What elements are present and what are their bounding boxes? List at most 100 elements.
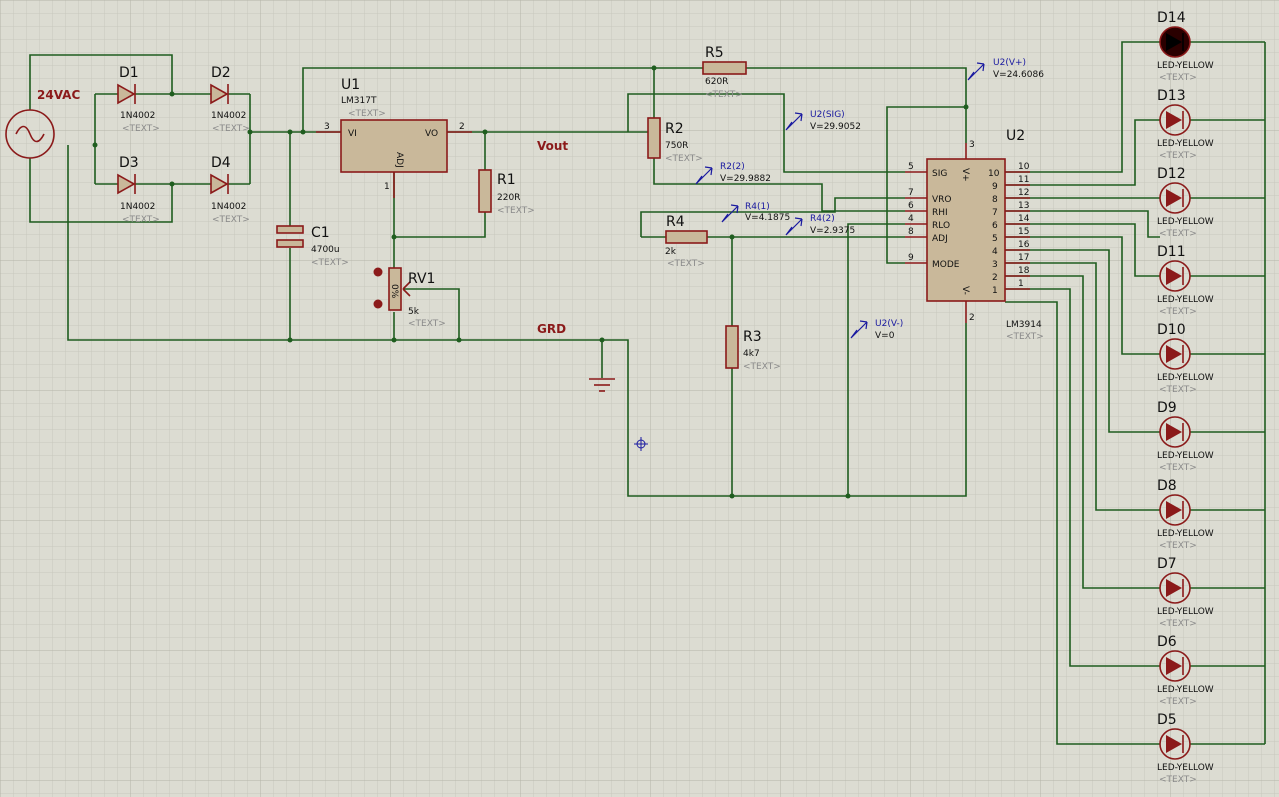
driver-u2-pin-num-9: 9 — [908, 253, 914, 263]
capacitor-c1[interactable]: C1 4700u <TEXT> — [276, 225, 349, 268]
driver-u2[interactable]: 3 2 V+ V- 5 SIG 7 VRO 6 RHI 4 RLO 8 ADJ … — [905, 128, 1044, 342]
driver-u2-out-inner-5: 5 — [992, 234, 998, 244]
driver-u2-pin-name-vro: VRO — [932, 195, 952, 205]
probe-u2-vminus-name: U2(V-) — [875, 319, 903, 329]
led-d5-text: <TEXT> — [1159, 775, 1197, 785]
resistor-r5-ref: R5 — [705, 45, 724, 61]
resistor-r2[interactable]: R2 750R <TEXT> — [647, 117, 703, 164]
led-d10-value: LED-YELLOW — [1157, 373, 1214, 383]
led-d12-value: LED-YELLOW — [1157, 217, 1214, 227]
driver-u2-pin-num-8: 8 — [908, 227, 914, 237]
diode-d3-value: 1N4002 — [120, 202, 155, 212]
led-d5-value: LED-YELLOW — [1157, 763, 1214, 773]
regulator-u1-value: LM317T — [341, 96, 377, 106]
driver-u2-out-num-13: 13 — [1018, 201, 1029, 211]
driver-u2-out-inner-4: 4 — [992, 247, 998, 257]
potentiometer-rv1[interactable]: 0% RV1 5k <TEXT> — [373, 267, 446, 330]
driver-u2-pin-num-7: 7 — [908, 188, 914, 198]
driver-u2-out-inner-6: 6 — [992, 221, 998, 231]
wires — [29, 41, 1266, 745]
led-d6-value: LED-YELLOW — [1157, 685, 1214, 695]
led-d7[interactable]: D7 LED-YELLOW <TEXT> — [1157, 556, 1214, 629]
driver-u2-out-num-18: 18 — [1018, 266, 1030, 276]
regulator-u1-pin-adj: ADJ — [394, 152, 404, 168]
led-d11-text: <TEXT> — [1159, 307, 1197, 317]
voltage-probe-u2-vminus[interactable]: U2(V-) V=0 — [850, 319, 903, 341]
potentiometer-rv1-value: 5k — [408, 307, 420, 317]
led-d10[interactable]: D10 LED-YELLOW <TEXT> — [1157, 322, 1214, 395]
driver-u2-text: <TEXT> — [1006, 332, 1044, 342]
driver-u2-out-inner-8: 8 — [992, 195, 998, 205]
diode-d4-ref: D4 — [211, 155, 231, 171]
led-d13[interactable]: D13 LED-YELLOW <TEXT> — [1157, 88, 1214, 161]
regulator-u1[interactable]: U1 LM317T <TEXT> VI VO ADJ 3 2 1 — [316, 77, 472, 198]
led-d5-ref: D5 — [1157, 712, 1177, 728]
driver-u2-pin-num-4: 4 — [908, 214, 914, 224]
resistor-r1[interactable]: R1 220R <TEXT> — [478, 169, 535, 216]
diode-d3-ref: D3 — [119, 155, 139, 171]
diode-d2[interactable]: D2 1N4002 <TEXT> — [210, 65, 250, 134]
led-d9-value: LED-YELLOW — [1157, 451, 1214, 461]
probe-r4-2-name: R4(2) — [810, 214, 835, 224]
diode-d2-ref: D2 — [211, 65, 231, 81]
resistor-r4-text: <TEXT> — [667, 259, 705, 269]
diode-d4[interactable]: D4 1N4002 <TEXT> — [210, 155, 250, 225]
led-d13-ref: D13 — [1157, 88, 1186, 104]
resistor-r3-text: <TEXT> — [743, 362, 781, 372]
driver-u2-out-num-10: 10 — [1018, 162, 1030, 172]
resistor-r4[interactable]: R4 2k <TEXT> — [665, 214, 708, 269]
voltage-probe-r4-1[interactable]: R4(1) V=4.1875 — [721, 202, 790, 223]
resistor-r3-ref: R3 — [743, 329, 762, 345]
potentiometer-rv1-mark: 0% — [389, 284, 399, 299]
diode-d4-text: <TEXT> — [212, 215, 250, 225]
potentiometer-rv1-ref: RV1 — [408, 271, 435, 287]
voltage-probe-r4-2[interactable]: R4(2) V=2.9375 — [785, 214, 855, 236]
net-label-grd: GRD — [537, 322, 566, 336]
diode-d2-text: <TEXT> — [212, 124, 250, 134]
diode-d1[interactable]: D1 1N4002 <TEXT> — [117, 65, 160, 134]
led-d14-text: <TEXT> — [1159, 73, 1197, 83]
driver-u2-vplus: V+ — [960, 168, 970, 182]
resistor-r4-ref: R4 — [666, 214, 685, 230]
led-d13-value: LED-YELLOW — [1157, 139, 1214, 149]
driver-u2-out-num-14: 14 — [1018, 214, 1030, 224]
driver-u2-out-num-1: 1 — [1018, 279, 1024, 289]
diode-d4-value: 1N4002 — [211, 202, 246, 212]
driver-u2-out-inner-2: 2 — [992, 273, 998, 283]
capacitor-c1-ref: C1 — [311, 225, 330, 241]
led-d5[interactable]: D5 LED-YELLOW <TEXT> — [1157, 712, 1214, 785]
led-d9[interactable]: D9 LED-YELLOW <TEXT> — [1157, 400, 1214, 473]
voltage-probe-u2-sig[interactable]: U2(SIG) V=29.9052 — [785, 110, 861, 132]
ac-source[interactable]: 24VAC — [5, 88, 80, 159]
led-d6[interactable]: D6 LED-YELLOW <TEXT> — [1157, 634, 1214, 707]
led-d14[interactable]: D14 LED-YELLOW <TEXT> — [1157, 10, 1214, 83]
driver-u2-out-num-11: 11 — [1018, 175, 1029, 185]
led-d8[interactable]: D8 LED-YELLOW <TEXT> — [1157, 478, 1214, 551]
probe-r4-1-name: R4(1) — [745, 202, 770, 212]
led-d9-ref: D9 — [1157, 400, 1177, 416]
resistor-r2-ref: R2 — [665, 121, 684, 137]
regulator-u1-ref: U1 — [341, 77, 360, 93]
probe-r2-2-value: V=29.9882 — [720, 174, 771, 184]
driver-u2-pin-name-rhi: RHI — [932, 208, 948, 218]
driver-u2-out-inner-9: 9 — [992, 182, 998, 192]
regulator-u1-pin3: 3 — [324, 122, 330, 132]
led-d12[interactable]: D12 LED-YELLOW <TEXT> — [1157, 166, 1214, 239]
probe-r4-1-value: V=4.1875 — [745, 213, 790, 223]
resistor-r3[interactable]: R3 4k7 <TEXT> — [725, 325, 781, 372]
led-d8-ref: D8 — [1157, 478, 1177, 494]
driver-u2-out-num-12: 12 — [1018, 188, 1029, 198]
voltage-probe-u2-vplus[interactable]: U2(V+) V=24.6086 — [967, 58, 1044, 81]
resistor-r5[interactable]: R5 620R <TEXT> — [702, 45, 747, 100]
diode-d3[interactable]: D3 1N4002 <TEXT> — [117, 155, 160, 225]
driver-u2-pin-name-rlo: RLO — [932, 221, 950, 231]
led-d11[interactable]: D11 LED-YELLOW <TEXT> — [1157, 244, 1214, 317]
capacitor-c1-value: 4700u — [311, 245, 340, 255]
driver-u2-pin-name-mode: MODE — [932, 260, 960, 270]
driver-u2-pin3: 3 — [969, 140, 975, 150]
probe-r4-2-value: V=2.9375 — [810, 226, 855, 236]
resistor-r5-text: <TEXT> — [705, 90, 743, 100]
diode-d1-text: <TEXT> — [122, 124, 160, 134]
voltage-probe-r2-2[interactable]: R2(2) V=29.9882 — [695, 162, 771, 185]
